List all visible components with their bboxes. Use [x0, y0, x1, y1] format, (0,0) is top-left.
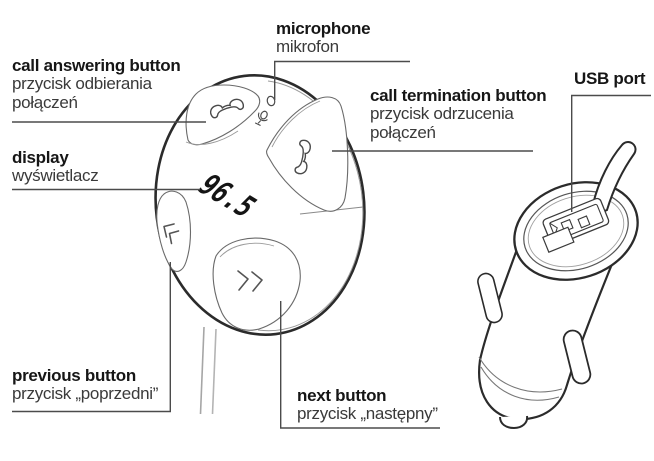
- label-call-termination-pl1: przycisk odrzucenia: [370, 104, 514, 123]
- previous-leader-line: [12, 262, 171, 413]
- answer-phone-handset-icon: [209, 98, 245, 119]
- leader-lines: [12, 60, 651, 429]
- label-call-answering: call answering button przycisk odbierani…: [12, 56, 181, 112]
- microphone-icon: [254, 110, 268, 127]
- double-chevron-right-icon: [237, 270, 263, 292]
- label-call-termination-en: call termination button: [370, 86, 547, 105]
- call-answering-button: [185, 84, 261, 146]
- call-termination-button: [266, 96, 349, 212]
- label-display-en: display: [12, 148, 69, 167]
- charger-ring-line: [480, 366, 560, 401]
- label-microphone-pl: mikrofon: [276, 37, 339, 56]
- next-button: [212, 237, 301, 331]
- label-usb-port-en: USB port: [574, 69, 646, 88]
- label-next-pl: przycisk „następny”: [297, 404, 438, 423]
- next-leader-line: [280, 301, 440, 429]
- label-previous: previous button przycisk „poprzedni”: [12, 366, 158, 404]
- label-call-answering-en: call answering button: [12, 56, 181, 75]
- fm-transmitter-illustration: 96.5: [154, 74, 366, 415]
- charger-right-clip: [562, 329, 592, 385]
- label-display: display wyświetlacz: [12, 148, 99, 186]
- microphone-leader-line: [274, 60, 410, 100]
- charger-ring-line: [478, 356, 563, 393]
- device-cable: [199, 326, 217, 415]
- usb-port-leader-line: [571, 94, 651, 212]
- label-previous-en: previous button: [12, 366, 136, 385]
- label-call-answering-pl1: przycisk odbierania: [12, 74, 152, 93]
- car-charger-illustration: [477, 141, 639, 430]
- charger-tip: [499, 415, 529, 430]
- charger-left-clip: [477, 272, 503, 324]
- label-call-termination-pl2: połączeń: [370, 122, 436, 142]
- label-previous-pl: przycisk „poprzedni”: [12, 384, 159, 403]
- charger-indicator-window: [542, 226, 575, 253]
- label-microphone: microphone mikrofon: [276, 19, 371, 57]
- previous-button: [156, 190, 192, 272]
- label-call-termination: call termination button przycisk odrzuce…: [370, 86, 547, 142]
- label-next-en: next button: [297, 386, 387, 405]
- terminate-phone-handset-icon: [294, 139, 311, 175]
- label-display-pl: wyświetlacz: [12, 166, 99, 185]
- label-microphone-en: microphone: [276, 19, 371, 38]
- double-chevron-left-icon: [163, 223, 180, 245]
- label-usb-port: USB port: [574, 69, 646, 88]
- mic-hole-icon: [266, 95, 276, 107]
- label-call-answering-pl2: połączeń: [12, 92, 78, 112]
- microphone-area: [254, 95, 276, 127]
- label-next: next button przycisk „następny”: [297, 386, 438, 424]
